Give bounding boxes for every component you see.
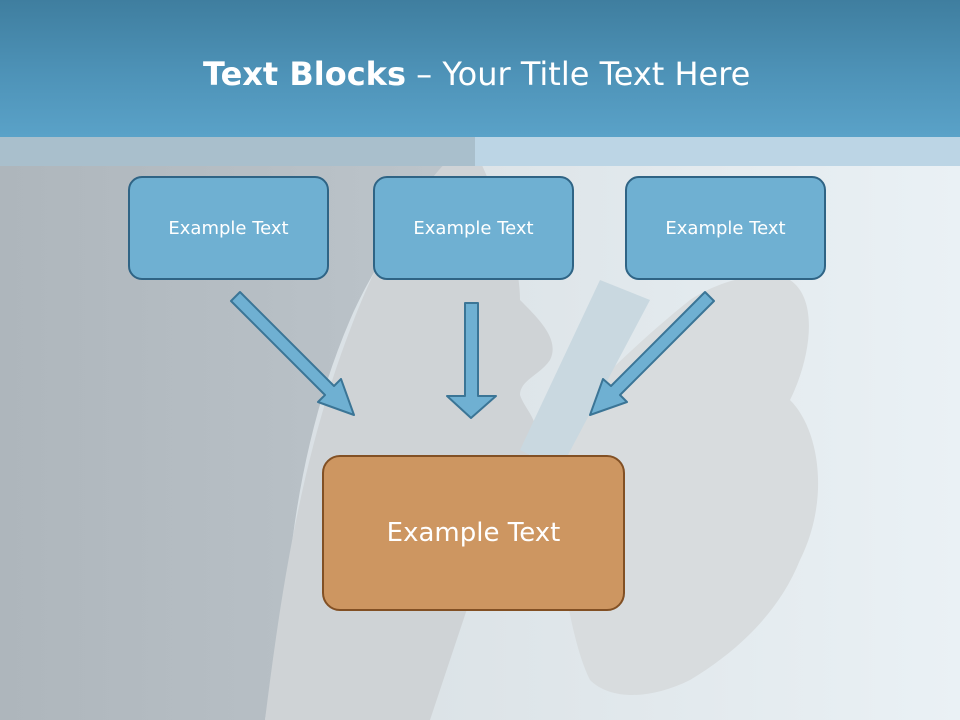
slide-title: Text Blocks – Your Title Text Here bbox=[203, 52, 943, 96]
title-bar bbox=[0, 0, 960, 137]
sub-band-right bbox=[475, 137, 960, 166]
title-dash: – bbox=[406, 55, 443, 93]
text-block-left-label: Example Text bbox=[168, 217, 289, 239]
title-rest: Your Title Text Here bbox=[442, 55, 751, 93]
text-block-middle-label: Example Text bbox=[413, 217, 534, 239]
sub-band-left bbox=[0, 137, 475, 166]
text-block-bottom[interactable]: Example Text bbox=[322, 455, 625, 611]
text-block-right[interactable]: Example Text bbox=[625, 176, 826, 280]
title-bold-part: Text Blocks bbox=[203, 55, 406, 93]
text-block-bottom-label: Example Text bbox=[386, 518, 561, 548]
text-block-left[interactable]: Example Text bbox=[128, 176, 329, 280]
text-block-middle[interactable]: Example Text bbox=[373, 176, 574, 280]
text-block-right-label: Example Text bbox=[665, 217, 786, 239]
